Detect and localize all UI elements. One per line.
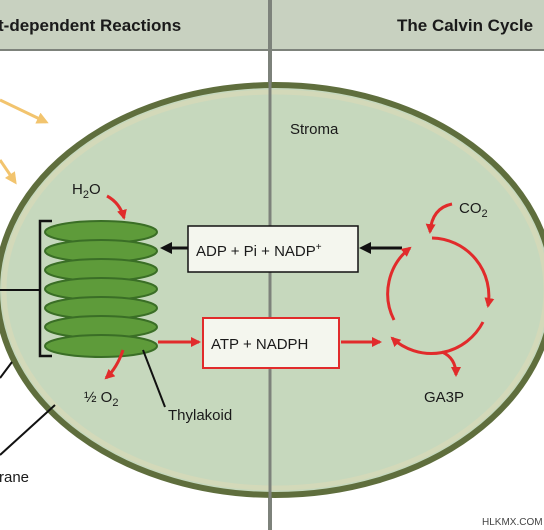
calvin-cycle-arc [390, 321, 485, 355]
membrane-label: rane [0, 469, 29, 486]
header-calvin-cycle: The Calvin Cycle [397, 16, 533, 35]
co2-label: CO2 [459, 200, 488, 220]
thylakoid-leader-line [142, 349, 166, 408]
calvin-cycle-arc [431, 236, 495, 308]
ga3p-label: GA3P [424, 389, 464, 406]
o2-arrow [104, 349, 125, 380]
chloroplast-outer-membrane [0, 82, 544, 498]
calvin-cycle-arc [386, 246, 412, 321]
h2o-label: H2O [72, 181, 101, 201]
ga3p-arrow [441, 350, 461, 377]
header-light-dependent: t-dependent Reactions [0, 16, 181, 35]
thylakoid-label: Thylakoid [168, 407, 232, 424]
atp-nadph-label: ATP + NADPH [211, 336, 308, 353]
o2-label: ½ O2 [84, 389, 118, 409]
atp-nadph-box [202, 317, 340, 369]
thylakoid-disc [44, 334, 158, 358]
adp-nadp-box [187, 225, 359, 273]
watermark: HLKMX.COM [482, 517, 543, 528]
co2-arrow [425, 202, 453, 234]
h2o-arrow [106, 194, 127, 220]
sunlight-arrow [0, 159, 17, 185]
granum-bracket [38, 219, 52, 358]
sunlight-arrow [0, 98, 49, 124]
membrane-leader-line-upper [0, 361, 13, 379]
stroma-label: Stroma [290, 121, 339, 138]
membrane-leader-line [0, 404, 56, 456]
thylakoid-stack [44, 220, 158, 358]
adp-nadp-label: ADP + Pi + NADP+ [196, 242, 322, 260]
